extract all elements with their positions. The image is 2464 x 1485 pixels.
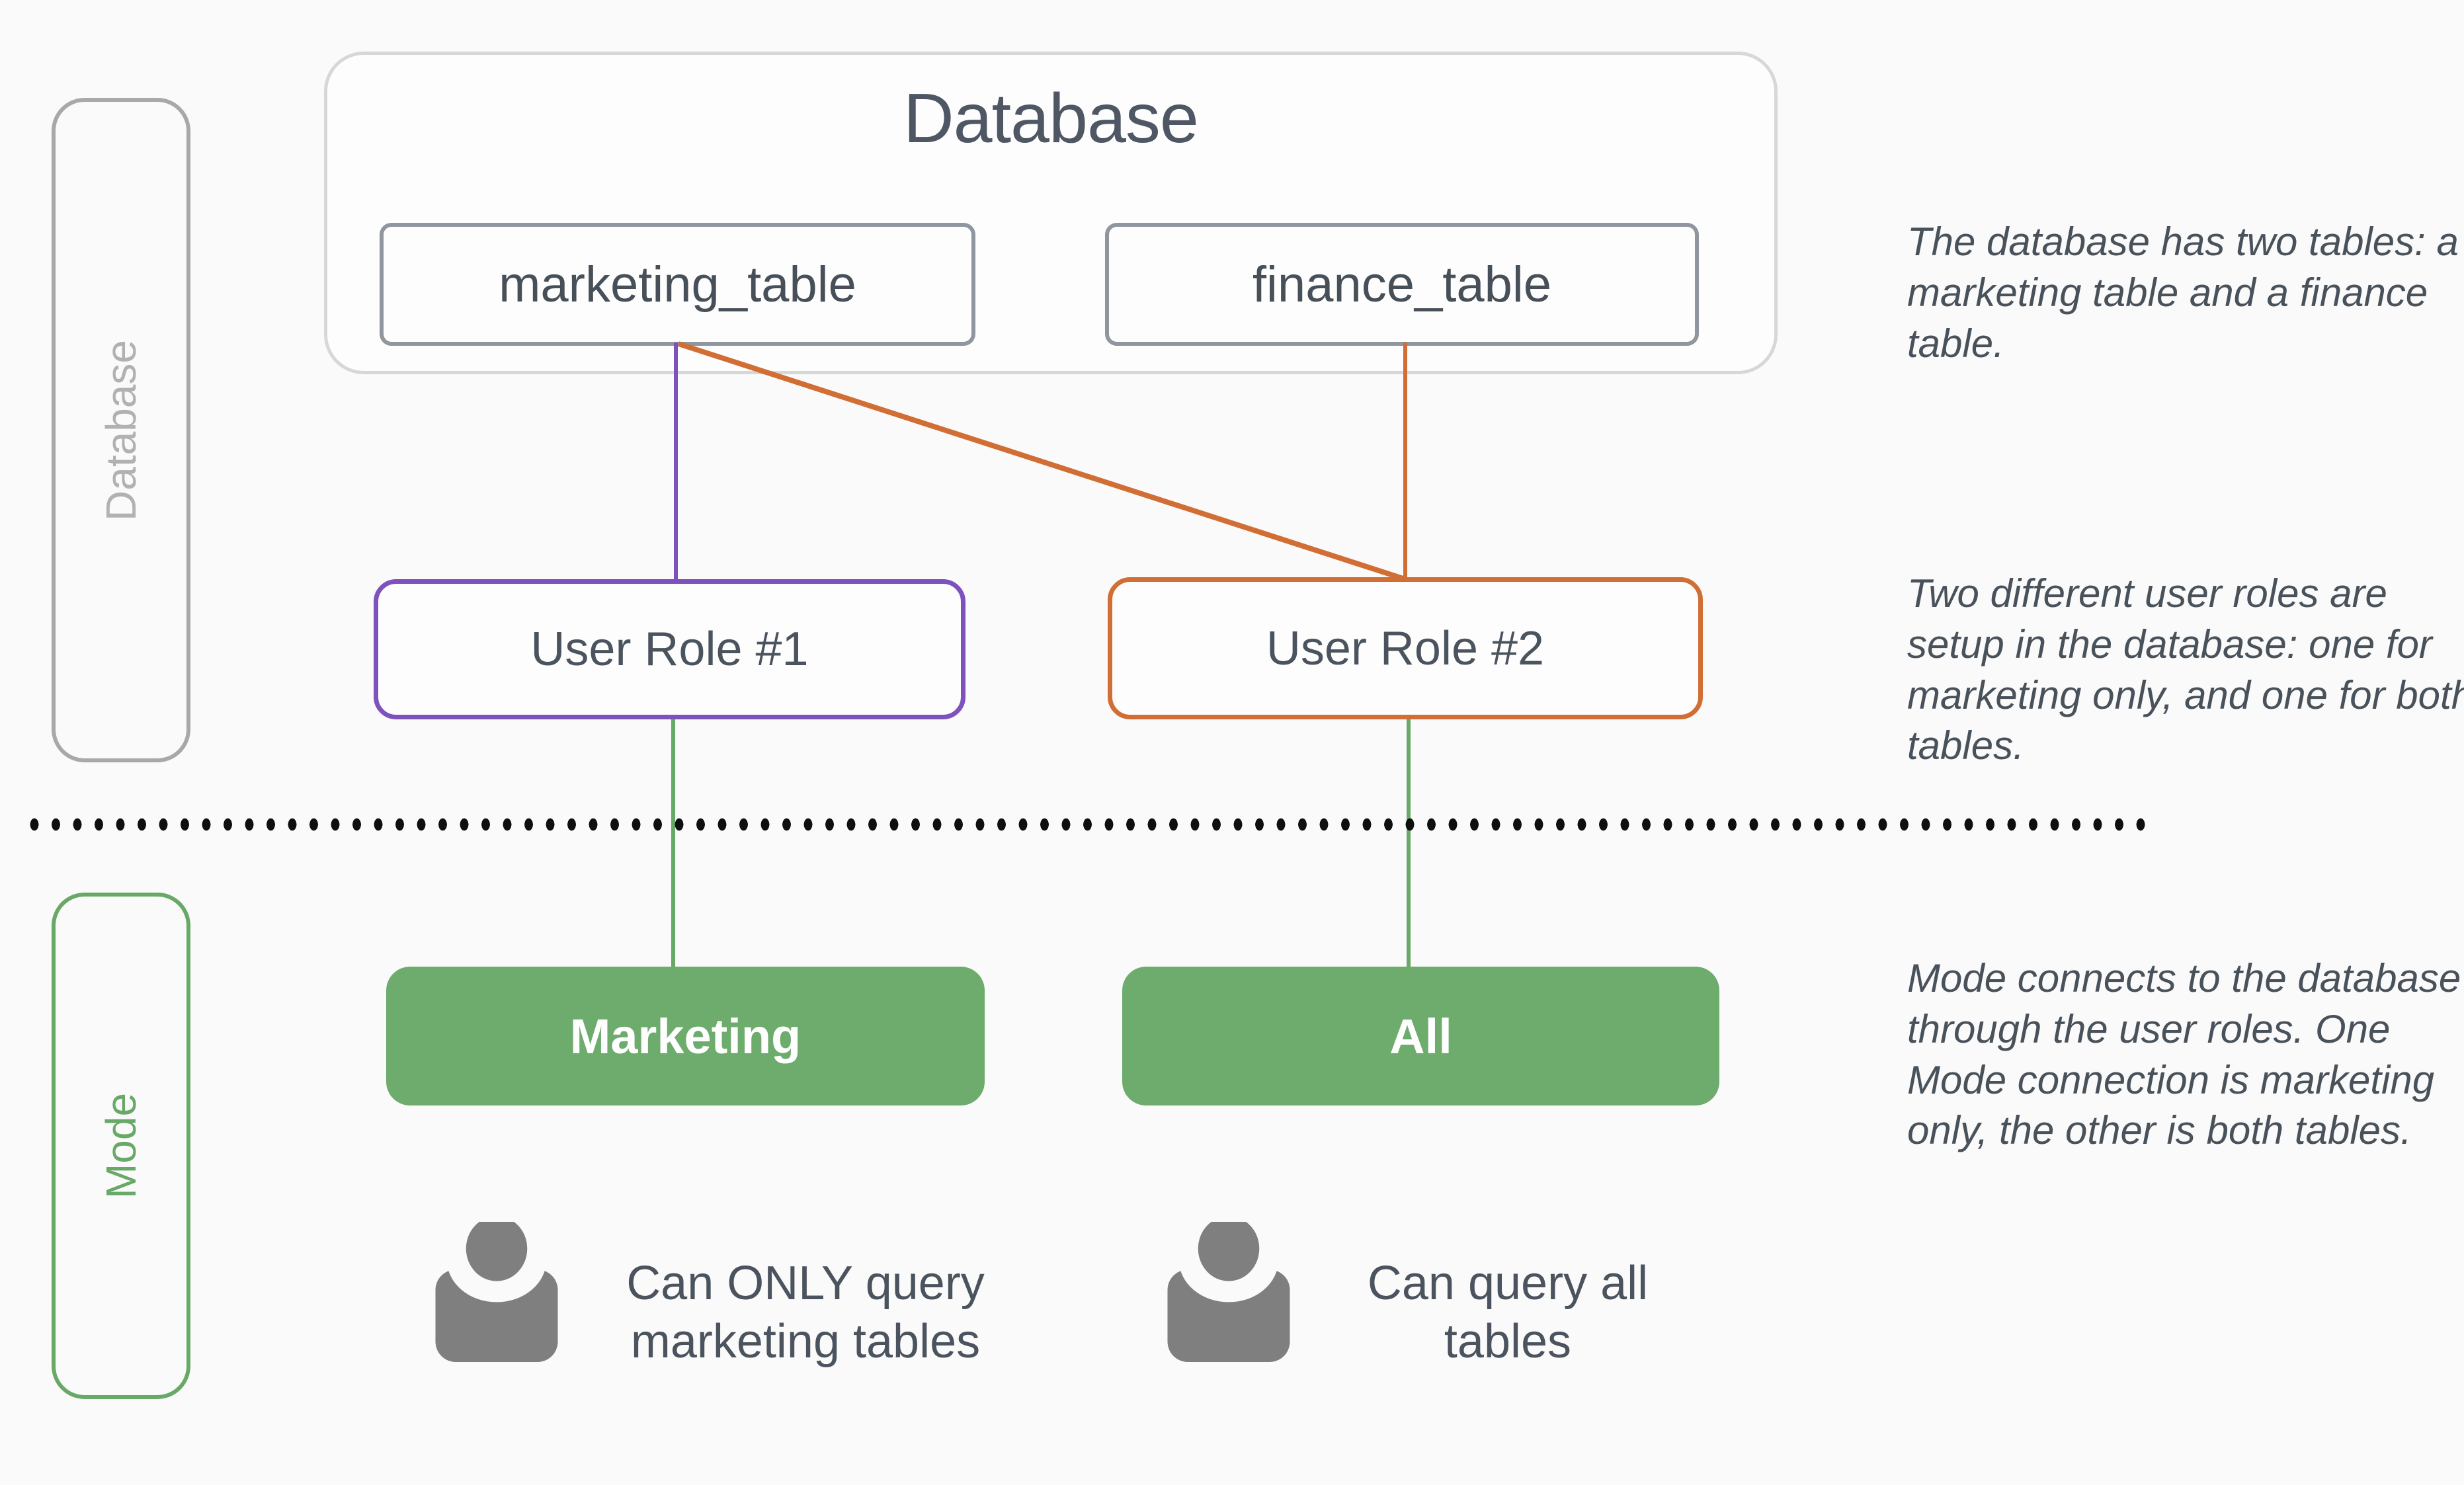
line-marketing-to-role2: [677, 341, 1407, 582]
mode-zone-tag: Mode: [52, 893, 190, 1399]
annotation-tables: The database has two tables: a marketing…: [1907, 220, 2459, 366]
all-connection-label: All: [1389, 1008, 1452, 1064]
user-role-2-box: User Role #2: [1108, 577, 1703, 719]
all-user-caption: Can query all tables: [1367, 1257, 1649, 1368]
marketing-connection-button: Marketing: [386, 967, 985, 1105]
user-icon-head: [466, 1222, 528, 1281]
user-role-1-label: User Role #1: [530, 623, 809, 676]
finance-table-label: finance_table: [1252, 256, 1552, 313]
marketing-user-caption: Can ONLY query marketing tables: [626, 1257, 985, 1368]
user-icon-head: [1198, 1222, 1260, 1281]
user-role-2-label: User Role #2: [1266, 622, 1545, 675]
marketing-connection-label: Marketing: [569, 1008, 801, 1064]
marketing-table-label: marketing_table: [499, 256, 856, 313]
database-zone-label: Database: [97, 339, 145, 521]
all-connection-button: All: [1122, 967, 1719, 1105]
mode-zone-label: Mode: [97, 1092, 145, 1199]
database-container-title: Database: [903, 79, 1199, 157]
user-icon: [435, 1222, 558, 1362]
marketing-table-box: marketing_table: [380, 223, 975, 346]
user-icon: [1167, 1222, 1290, 1362]
finance-table-box: finance_table: [1105, 223, 1699, 346]
annotation-mode-connections: Mode connects to the database through th…: [1907, 956, 2461, 1153]
database-container: Database marketing_table finance_table: [324, 52, 1778, 374]
database-zone-tag: Database: [52, 98, 190, 762]
annotation-user-roles: Two different user roles are setup in th…: [1907, 571, 2464, 768]
user-role-1-box: User Role #1: [374, 579, 965, 719]
database-mode-divider: [24, 813, 2151, 836]
